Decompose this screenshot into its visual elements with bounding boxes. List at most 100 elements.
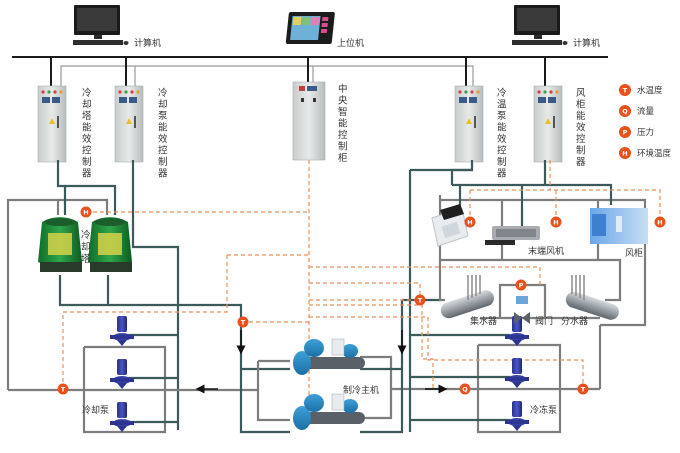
- sensor-t-icon: [57, 383, 69, 395]
- cooling-pump[interactable]: [110, 316, 134, 346]
- pump-motor-icon: [512, 358, 522, 374]
- signal-bus: [60, 65, 474, 90]
- water-distributor[interactable]: 分水器: [561, 275, 621, 327]
- cooling-pump[interactable]: [110, 402, 134, 432]
- hmi-panel[interactable]: 上位机: [285, 12, 364, 49]
- legend-t-icon: [619, 84, 631, 96]
- compressor-icon: [304, 394, 324, 412]
- mouse-icon: [562, 41, 568, 45]
- sensor-humidity[interactable]: H: [80, 206, 92, 218]
- sensor-ambient-temp[interactable]: H: [654, 216, 666, 228]
- sensor-water-temp[interactable]: T: [577, 383, 589, 395]
- cooling-pump[interactable]: [110, 359, 134, 389]
- compressor-icon: [304, 339, 324, 357]
- svg-text:T: T: [241, 318, 246, 326]
- valve[interactable]: 阀门: [514, 296, 553, 327]
- chilled-pump-controller[interactable]: 冷温泵能效控制器: [454, 85, 507, 180]
- air-handling-unit[interactable]: 风柜: [590, 208, 648, 259]
- ahu-controller-label: 风柜能效控制器: [576, 88, 586, 168]
- pump-motor-icon: [117, 359, 127, 375]
- sensor-t-icon: [414, 294, 426, 306]
- sensor-t-icon: [237, 316, 249, 328]
- pipe-network: [6, 160, 647, 434]
- sensor-water-temp[interactable]: T: [414, 294, 426, 306]
- svg-text:Q: Q: [622, 108, 628, 116]
- svg-text:H: H: [657, 218, 662, 226]
- distributor-tank-icon: [565, 291, 619, 320]
- sensor-h-icon: [654, 216, 666, 228]
- cooling-tower-controller[interactable]: 冷却塔能效控制器: [37, 85, 92, 180]
- chiller-unit-2[interactable]: [293, 393, 365, 430]
- cooling-pump-controller-label: 冷却泵能效控制器: [158, 87, 168, 180]
- sensor-ambient-temp[interactable]: H: [550, 216, 562, 228]
- chiller-shell-icon: [300, 357, 365, 369]
- sensor-h-icon: [464, 216, 476, 228]
- svg-text:T: T: [581, 385, 586, 393]
- svg-text:H: H: [622, 150, 627, 158]
- control-box-icon: [331, 338, 345, 356]
- ahu-controller[interactable]: 风柜能效控制器: [533, 85, 586, 168]
- cooling-pump-controller[interactable]: 冷却泵能效控制器: [114, 85, 168, 180]
- svg-text:Q: Q: [462, 385, 468, 393]
- sensor-ambient-temp[interactable]: H: [464, 216, 476, 228]
- ahu-label: 风柜: [625, 247, 643, 259]
- sensor-flow[interactable]: Q: [459, 383, 471, 395]
- keyboard-icon: [73, 40, 123, 45]
- sensor-water-temp[interactable]: T: [57, 383, 69, 395]
- collector-label: 集水器: [470, 315, 497, 327]
- computer-left[interactable]: 计算机: [73, 5, 161, 49]
- legend-h-icon: [619, 147, 631, 159]
- legend-label: 环境温度: [637, 148, 672, 159]
- sensor-water-temp[interactable]: T: [237, 316, 249, 328]
- control-box-icon: [331, 393, 345, 411]
- cooling-tower-1[interactable]: [38, 217, 82, 272]
- chilled-pump[interactable]: [505, 358, 529, 388]
- sensor-q-icon: [459, 383, 471, 395]
- sensor-h-icon: [550, 216, 562, 228]
- legend-label: 流量: [637, 106, 655, 117]
- sensor-pressure[interactable]: P: [515, 279, 527, 291]
- legend: T 水温度 Q 流量 P 压力 H 环境温度: [619, 84, 672, 159]
- pump-motor-icon: [512, 401, 522, 417]
- svg-text:P: P: [623, 129, 628, 137]
- cassette-unit[interactable]: [431, 204, 469, 247]
- control-cabinet-icon: [292, 81, 326, 161]
- hmi-label: 上位机: [337, 37, 364, 49]
- legend-label: 压力: [637, 127, 654, 138]
- fan-coil-unit[interactable]: 末端风机: [485, 226, 564, 257]
- legend-label: 水温度: [637, 85, 663, 96]
- chilled-pump-controller-label: 冷温泵能效控制器: [497, 87, 507, 180]
- svg-text:T: T: [61, 385, 66, 393]
- chiller-unit-1[interactable]: [293, 338, 365, 375]
- legend-p-icon: [619, 126, 631, 138]
- water-collector[interactable]: 集水器: [439, 275, 497, 327]
- valve-actuator-icon: [516, 296, 528, 304]
- svg-text:T: T: [418, 296, 423, 304]
- computer-right[interactable]: 计算机: [512, 5, 600, 49]
- collector-tank-icon: [440, 290, 494, 319]
- svg-text:H: H: [83, 208, 88, 216]
- cooling-pump-label: 冷却泵: [82, 404, 109, 416]
- cooling-tower-2[interactable]: [88, 217, 132, 272]
- central-controller[interactable]: 中央智能控制柜: [292, 81, 348, 164]
- distributor-label: 分水器: [561, 315, 588, 327]
- legend-q-icon: [619, 105, 631, 117]
- pump-motor-icon: [117, 402, 127, 418]
- mouse-icon: [123, 41, 129, 45]
- chilled-pump[interactable]: [505, 401, 529, 431]
- sensor-t-icon: [577, 383, 589, 395]
- computer-left-label: 计算机: [134, 37, 161, 49]
- svg-text:P: P: [519, 281, 524, 289]
- legend-item: Q 流量: [619, 105, 655, 117]
- svg-text:H: H: [553, 218, 558, 226]
- computer-right-label: 计算机: [573, 37, 600, 49]
- central-controller-label: 中央智能控制柜: [338, 83, 348, 164]
- cooling-tower-label: 冷却塔: [81, 229, 91, 265]
- keyboard-icon: [512, 40, 562, 45]
- sensor-h-icon: [80, 206, 92, 218]
- svg-text:T: T: [623, 87, 628, 95]
- legend-item: H 环境温度: [619, 147, 672, 159]
- pump-motor-icon: [117, 316, 127, 332]
